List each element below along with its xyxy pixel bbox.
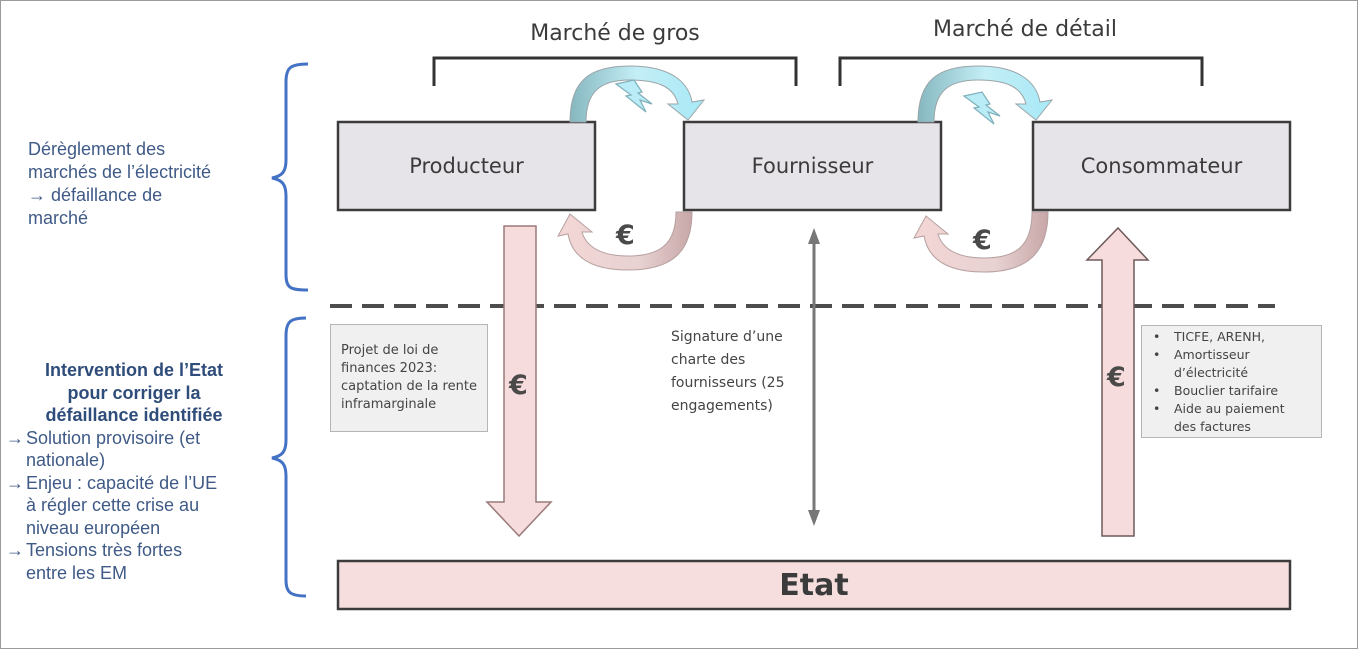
state-intervention-heading: Intervention de l’Etat pour corriger la …: [44, 360, 224, 425]
consumer-label: Consommateur: [1080, 154, 1243, 178]
euro-symbol: €: [509, 370, 528, 401]
curved-arrow-icon: [569, 65, 706, 123]
supplier-state-arrowhead-bottom: [808, 510, 820, 526]
lightning-icon: [962, 91, 1001, 125]
curved-arrow-icon: [557, 211, 693, 271]
curved-arrow-icon: [913, 211, 1049, 273]
arrow-right-icon: →: [6, 427, 24, 448]
producer-box: [336, 120, 597, 212]
supplier-state-arrowhead-top: [808, 228, 820, 244]
market-failure-text: Dérèglement des marchés de l’électricité…: [28, 139, 212, 228]
state-label: Etat: [779, 567, 849, 603]
wholesale-bracket: [432, 56, 798, 86]
intervention-item: → Solution provisoire (et nationale): [6, 427, 201, 471]
list-item: TICFE, ARENH,: [1153, 328, 1321, 346]
bracket-bottom: [271, 316, 307, 598]
arrow-right-icon: →: [6, 540, 24, 560]
bracket-top: [271, 62, 309, 292]
supplier-label: Fournisseur: [751, 154, 874, 178]
euro-symbol: €: [973, 225, 992, 256]
intervention-item: → Tensions très fortes entre les EM: [6, 540, 183, 583]
euro-symbol: €: [616, 220, 635, 251]
retail-market-label: Marché de détail: [933, 17, 1117, 42]
supplier-box: [682, 120, 943, 212]
state-intervention-text: Intervention de l’Etat pour corriger la …: [6, 359, 256, 584]
lightning-icon: [614, 79, 653, 113]
intervention-item: → Enjeu : capacité de l’UE à régler cett…: [6, 472, 218, 538]
list-item: Bouclier tarifaire: [1153, 382, 1321, 400]
state-to-consumer-arrow: [1085, 226, 1150, 537]
curved-arrow-icon: [917, 65, 1054, 123]
wholesale-market-label: Marché de gros: [530, 21, 700, 46]
consumer-box: [1031, 120, 1292, 212]
state-box: [336, 559, 1292, 611]
producer-note-callout: Projet de loi de finances 2023: captatio…: [330, 324, 488, 432]
arrow-right-icon: →: [6, 472, 24, 493]
euro-symbol: €: [1107, 362, 1126, 393]
supplier-note: Signature d’une charte des fournisseurs …: [671, 329, 785, 414]
retail-bracket: [838, 56, 1204, 86]
producer-label: Producteur: [409, 154, 524, 178]
producer-to-state-arrow: [485, 225, 553, 538]
